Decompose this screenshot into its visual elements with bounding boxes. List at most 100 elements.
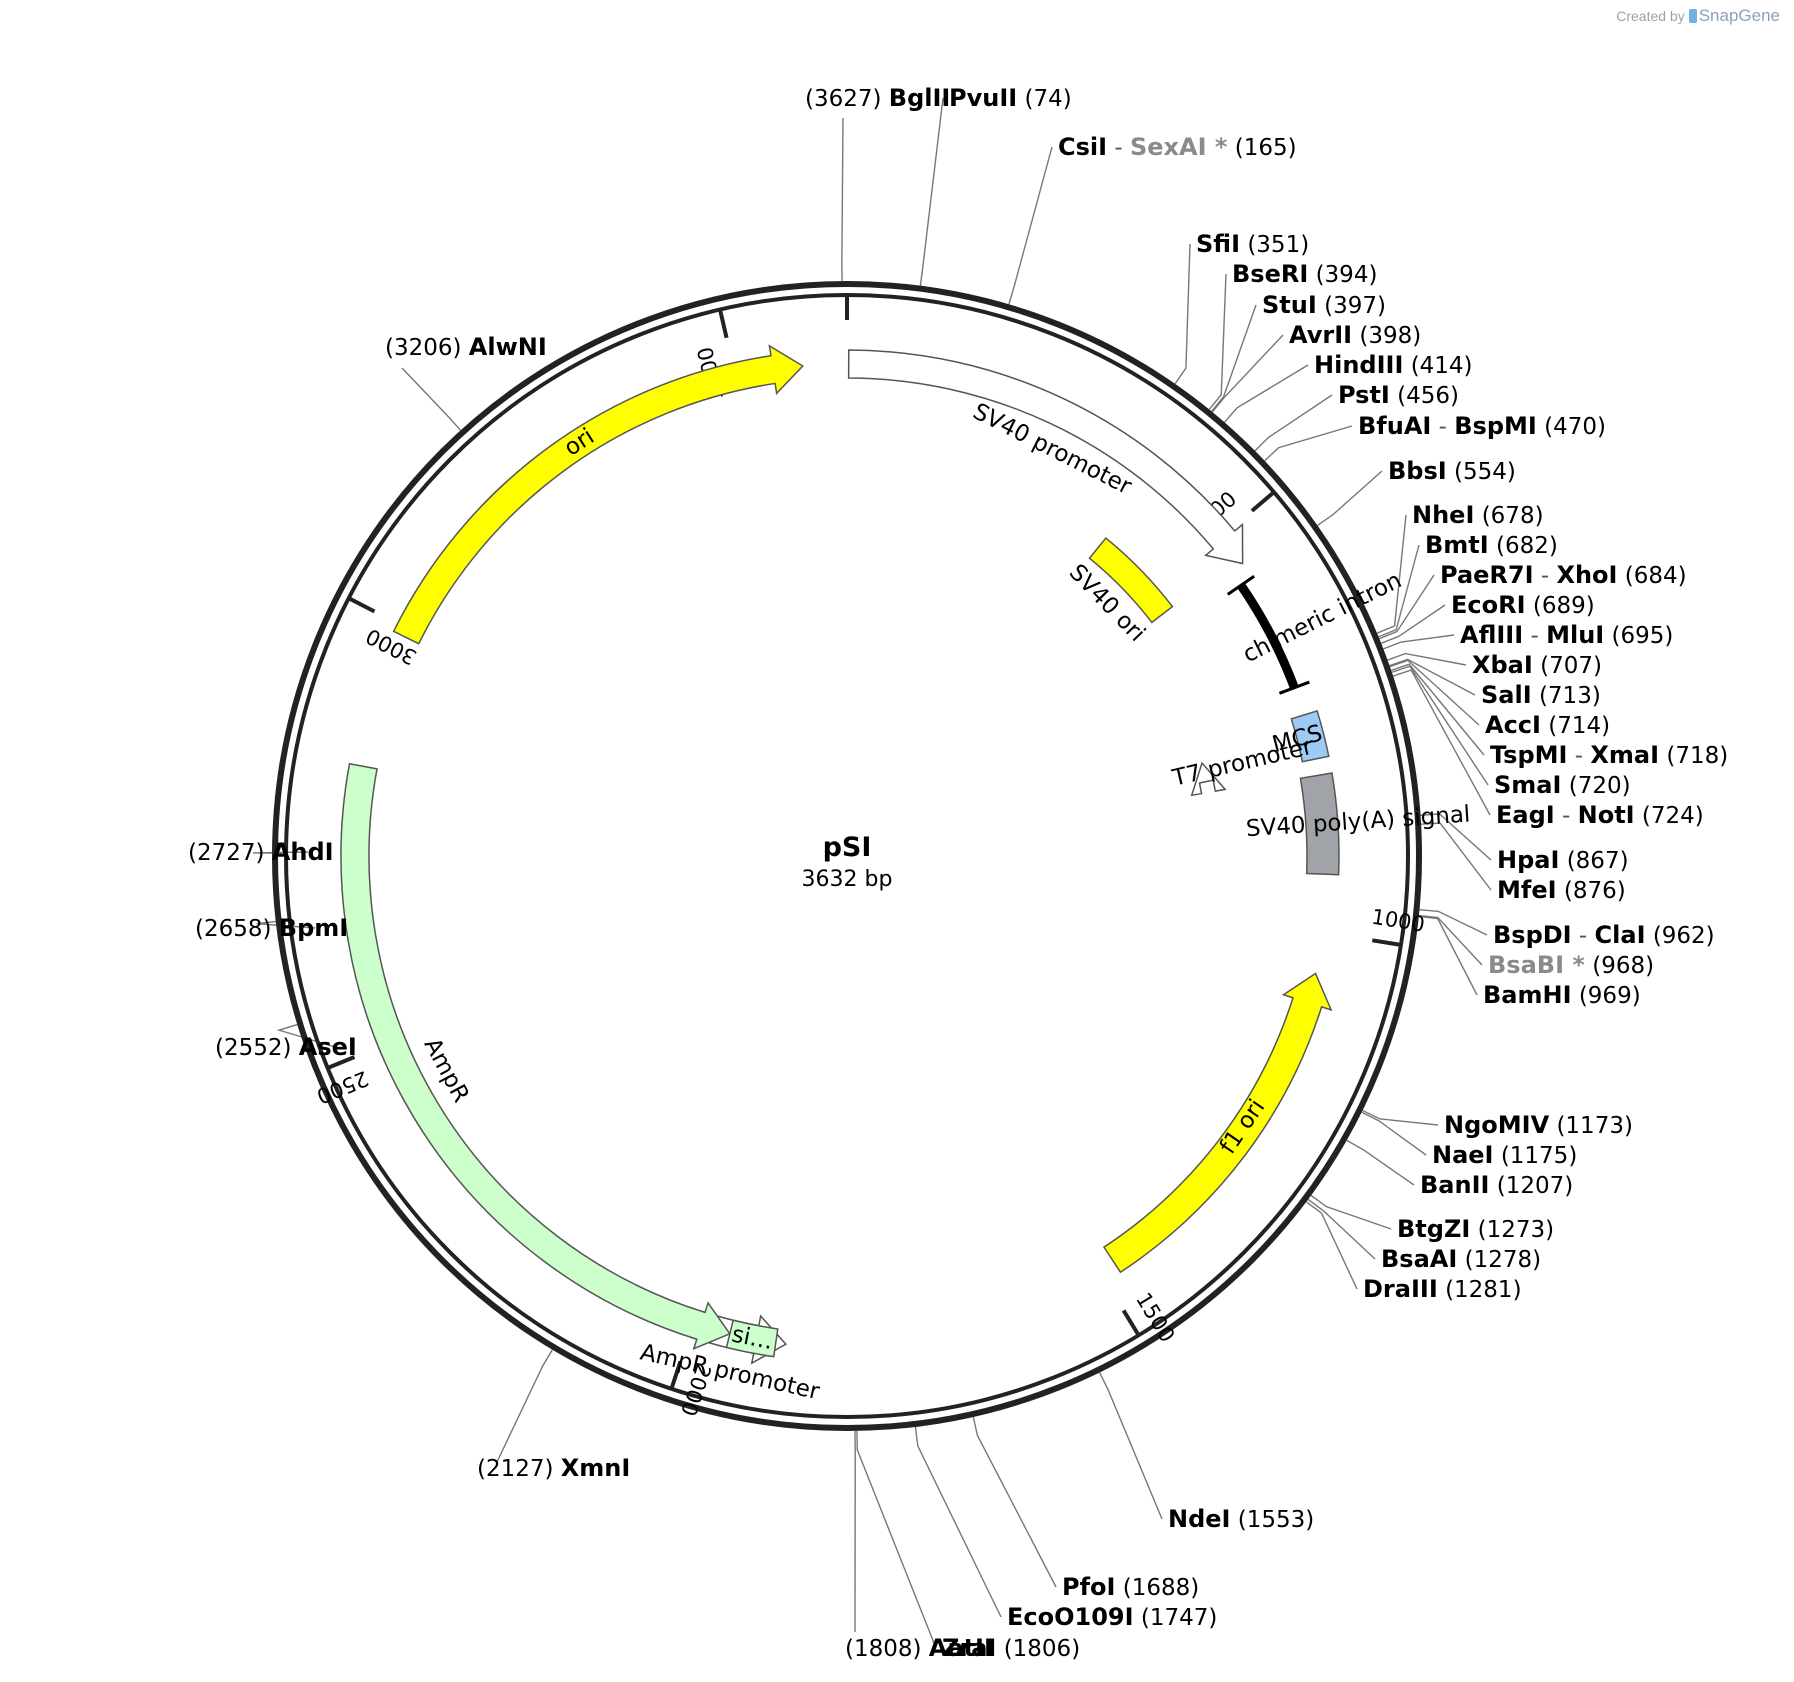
site-label: (2552) AseI [215,1033,357,1061]
site-mfei[interactable]: MfeI (876) [1497,876,1626,904]
feature-si[interactable]: si… [725,1319,779,1358]
site-label: AccI (714) [1485,711,1610,739]
site-ndei[interactable]: NdeI (1553) [1168,1505,1314,1533]
feature-t7-promoter[interactable]: T7 promoter [1169,734,1316,797]
site-position: (962) [1653,923,1715,949]
site-csii-sexai[interactable]: CsiI - SexAI * (165) [1058,133,1297,161]
site-label: PstI (456) [1338,381,1459,409]
enzyme-name: XbaI [1472,651,1533,679]
enzyme-name: BspDI [1493,921,1572,949]
site-leader-line [856,1430,937,1649]
enzyme-name: BspMI [1454,412,1537,440]
site-leader-line [256,920,316,929]
enzyme-name: AlwNI [469,333,547,361]
site-hpai[interactable]: HpaI (867) [1497,846,1629,874]
site-avrii[interactable]: AvrII (398) [1289,321,1421,349]
site-label: (1808) AatII [845,1634,993,1662]
enzyme-name: EcoO109I [1007,1603,1134,1631]
spacer [1230,1507,1237,1533]
site-asei[interactable]: (2552) AseI [215,1033,357,1061]
site-eagi-noti[interactable]: EagI - NotI (724) [1496,801,1704,829]
enzyme-name: SalI [1481,681,1532,709]
site-psti[interactable]: PstI (456) [1338,381,1459,409]
site-label: BfuAI - BspMI (470) [1358,412,1606,440]
site-bfuai-bspmi[interactable]: BfuAI - BspMI (470) [1358,412,1606,440]
feature-label-t7-promoter: T7 promoter [1169,734,1315,792]
spacer [1494,1143,1501,1169]
spacer [1390,383,1397,409]
site-label: BanII (1207) [1420,1171,1573,1199]
site-ahdi[interactable]: (2727) AhdI [188,838,334,866]
site-smai[interactable]: SmaI (720) [1494,771,1631,799]
site-sfii[interactable]: SfiI (351) [1196,230,1309,258]
site-sali[interactable]: SalI (713) [1481,681,1601,709]
site-bpmi[interactable]: (2658) BpmI [195,914,348,942]
site-label: BamHI (969) [1483,981,1641,1009]
site-draiii[interactable]: DraIII (1281) [1363,1275,1522,1303]
site-label: MfeI (876) [1497,876,1626,904]
spacer [996,1636,1003,1662]
feature-shape-ori [392,344,804,645]
enzyme-name: CsiI [1058,133,1107,161]
site-position: (398) [1359,323,1421,349]
site-aatii[interactable]: (1808) AatII [845,1634,993,1662]
enzyme-name: BsaAI [1381,1245,1457,1273]
site-ecori[interactable]: EcoRI (689) [1451,591,1595,619]
feature-sv40-poly-a-signal[interactable]: SV40 poly(A) signal [1245,772,1471,876]
site-afliii-mlui[interactable]: AflIII - MluI (695) [1460,621,1673,649]
site-position: (1806) [1004,1636,1080,1662]
site-position: (351) [1247,232,1309,258]
feature-sv40-ori[interactable]: SV40 ori [1064,537,1174,647]
enzyme-name: BanII [1420,1171,1489,1199]
feature-sv40-promoter[interactable]: SV40 promoter [847,349,1244,565]
site-bsaai[interactable]: BsaAI (1278) [1381,1245,1541,1273]
site-leader-line [1390,663,1485,756]
site-acci[interactable]: AccI (714) [1485,711,1610,739]
site-nhei[interactable]: NheI (678) [1412,501,1544,529]
tick-mark-1000 [1371,938,1402,947]
feature-ampr[interactable]: AmpR [340,762,731,1351]
spacer [1489,1173,1496,1199]
spacer [1470,1217,1477,1243]
site-bsabi[interactable]: BsaBI * (968) [1488,951,1654,979]
site-ecoo109i[interactable]: EcoO109I (1747) [1007,1603,1217,1631]
enzyme-name: HindIII [1314,351,1403,379]
site-leader-line [841,117,844,282]
site-leader-line [1418,915,1478,996]
site-bglii[interactable]: (3627) BglII [805,84,950,112]
site-position: (718) [1666,743,1728,769]
site-ngomiv[interactable]: NgoMIV (1173) [1444,1111,1633,1139]
site-bbsi[interactable]: BbsI (554) [1388,457,1516,485]
site-banii[interactable]: BanII (1207) [1420,1171,1573,1199]
site-paer7i-xhoi[interactable]: PaeR7I - XhoI (684) [1440,561,1687,589]
spacer [1308,262,1315,288]
site-xmni[interactable]: (2127) XmnI [477,1454,630,1482]
site-bamhi[interactable]: BamHI (969) [1483,981,1641,1009]
site-bmti[interactable]: BmtI (682) [1425,531,1558,559]
site-xbai[interactable]: XbaI (707) [1472,651,1602,679]
feature-ori[interactable]: ori [392,344,804,645]
feature-mcs[interactable]: MCS [1270,710,1330,763]
site-pvuii[interactable]: PvuII (74) [949,84,1072,112]
site-leader-line [401,367,462,431]
site-btgzi[interactable]: BtgZI (1273) [1397,1215,1554,1243]
feature-f1-ori[interactable]: f1 ori [1102,972,1333,1274]
site-position: (2658) [195,916,271,942]
site-position: (74) [1025,86,1072,112]
site-alwni[interactable]: (3206) AlwNI [385,333,547,361]
backbone [272,281,1422,1431]
site-position: (682) [1496,533,1558,559]
site-tspmi-xmai[interactable]: TspMI - XmaI (718) [1490,741,1728,769]
spacer [1572,983,1579,1009]
site-hindiii[interactable]: HindIII (414) [1314,351,1473,379]
site-label: CsiI - SexAI * (165) [1058,133,1297,161]
site-pfoi[interactable]: PfoI (1688) [1062,1573,1199,1601]
site-naei[interactable]: NaeI (1175) [1432,1141,1577,1169]
site-bspdi-clai[interactable]: BspDI - ClaI (962) [1493,921,1715,949]
site-position: (3627) [805,86,881,112]
site-zrai[interactable]: ZraI (1806) [942,1634,1080,1662]
site-bseri[interactable]: BseRI (394) [1232,260,1377,288]
spacer [271,916,278,942]
site-stui[interactable]: StuI (397) [1262,291,1386,319]
